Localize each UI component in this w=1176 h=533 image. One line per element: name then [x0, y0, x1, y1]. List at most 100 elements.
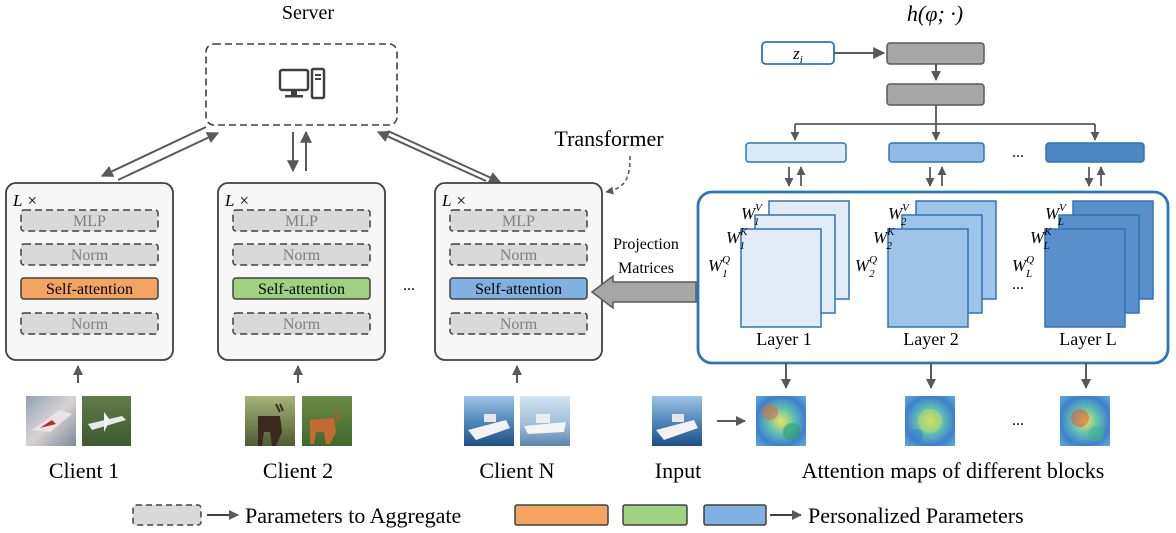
w-q-matrix — [1044, 228, 1126, 328]
layer-self-attention-label: Self-attention — [46, 281, 133, 298]
transformer-label: Transformer — [554, 126, 664, 151]
repeat-label: L × — [12, 191, 38, 210]
layer-self-attention-box — [20, 277, 159, 300]
ellipsis-layers: ... — [1012, 276, 1024, 293]
image-to-block-arrows — [73, 365, 522, 383]
input-caption: Input — [655, 458, 701, 483]
projection-label-line1: Projection — [613, 236, 679, 253]
server-label: Server — [282, 2, 335, 24]
layer-norm-box — [20, 243, 159, 266]
layer-caption: Layer 1 — [756, 329, 811, 349]
z-input-label: zi — [792, 44, 803, 66]
projection-label-line2: Matrices — [618, 260, 674, 277]
layer-norm-box — [449, 243, 588, 266]
legend-aggregate-swatch — [132, 504, 202, 526]
attention-map-layer-L — [1060, 396, 1110, 446]
hyper-output-3 — [1045, 142, 1145, 187]
computer-icon — [278, 67, 326, 100]
repeat-label: L × — [224, 191, 250, 210]
server-client-arrows — [100, 126, 502, 183]
attention-map-layer-1 — [756, 396, 806, 446]
hyper-output-1 — [745, 142, 847, 187]
layer-mlp-box — [20, 209, 159, 232]
legend-swatch-orange — [514, 504, 609, 526]
w-q-matrix — [887, 228, 969, 328]
legend-swatch-blue — [703, 504, 767, 526]
layer-mlp-label: MLP — [502, 213, 535, 230]
hyper-output-box — [745, 142, 847, 163]
legend-aggregate-label: Parameters to Aggregate — [245, 503, 461, 528]
ellipsis-maps: ... — [1012, 412, 1024, 429]
hyper-layer-1 — [886, 42, 985, 65]
client-n-boat-image — [464, 396, 570, 446]
layer-caption: Layer 2 — [903, 329, 958, 349]
ellipsis-clients: ... — [403, 277, 415, 294]
layer-mlp-label: MLP — [73, 213, 106, 230]
client-2-deer-image — [245, 396, 352, 446]
input-image — [652, 396, 702, 446]
legend: Parameters to Aggregate Personalized Par… — [132, 503, 1024, 528]
server-box — [205, 43, 398, 126]
layer-norm-label: Norm — [283, 316, 321, 333]
projection-arrow — [590, 274, 697, 310]
layer-mlp-box — [232, 209, 371, 232]
layer-norm-label: Norm — [71, 247, 109, 264]
hyper-layer-2 — [886, 83, 985, 106]
client-images — [26, 396, 570, 446]
hyper-output-2 — [888, 142, 985, 187]
layer-norm-box — [232, 312, 371, 335]
layer-norm-label: Norm — [283, 247, 321, 264]
client-2-caption: Client 2 — [263, 458, 333, 483]
layer-norm-label: Norm — [500, 247, 538, 264]
layer-norm-label: Norm — [500, 316, 538, 333]
hyper-output-box — [1045, 142, 1145, 163]
layer-norm-box — [232, 243, 371, 266]
client-1-caption: Client 1 — [49, 458, 119, 483]
layer-to-map-arrows — [781, 363, 1091, 389]
layer-norm-label: Norm — [71, 316, 109, 333]
client-n-caption: Client N — [479, 458, 554, 483]
repeat-label: L × — [441, 191, 467, 210]
layer-self-attention-box — [232, 277, 371, 300]
legend-personalized-label: Personalized Parameters — [808, 503, 1024, 528]
hyper-branch-arrows — [790, 105, 1100, 141]
hyper-outputs — [745, 142, 1145, 187]
layer-caption: Layer L — [1059, 329, 1116, 349]
client-1-airplane-image — [26, 396, 131, 446]
hyper-output-box — [888, 142, 985, 163]
hypernet-label: h(φ; ·) — [907, 1, 963, 26]
ellipsis-hyper: ... — [1012, 144, 1024, 161]
layer-mlp-box — [449, 209, 588, 232]
attention-maps — [756, 396, 1110, 446]
legend-swatch-green — [622, 504, 688, 526]
layer-self-attention-box — [449, 277, 588, 300]
layer-norm-box — [449, 312, 588, 335]
layer-norm-box — [20, 312, 159, 335]
captions: Client 1 Client 2 Client N Input Attenti… — [49, 458, 1104, 483]
layer-mlp-label: MLP — [285, 213, 318, 230]
attention-map-layer-2 — [905, 396, 955, 446]
attention-maps-caption: Attention maps of different blocks — [802, 458, 1105, 483]
layer-self-attention-label: Self-attention — [475, 281, 562, 298]
layer-self-attention-label: Self-attention — [258, 281, 345, 298]
transformer-pointer-arrow — [605, 155, 631, 195]
